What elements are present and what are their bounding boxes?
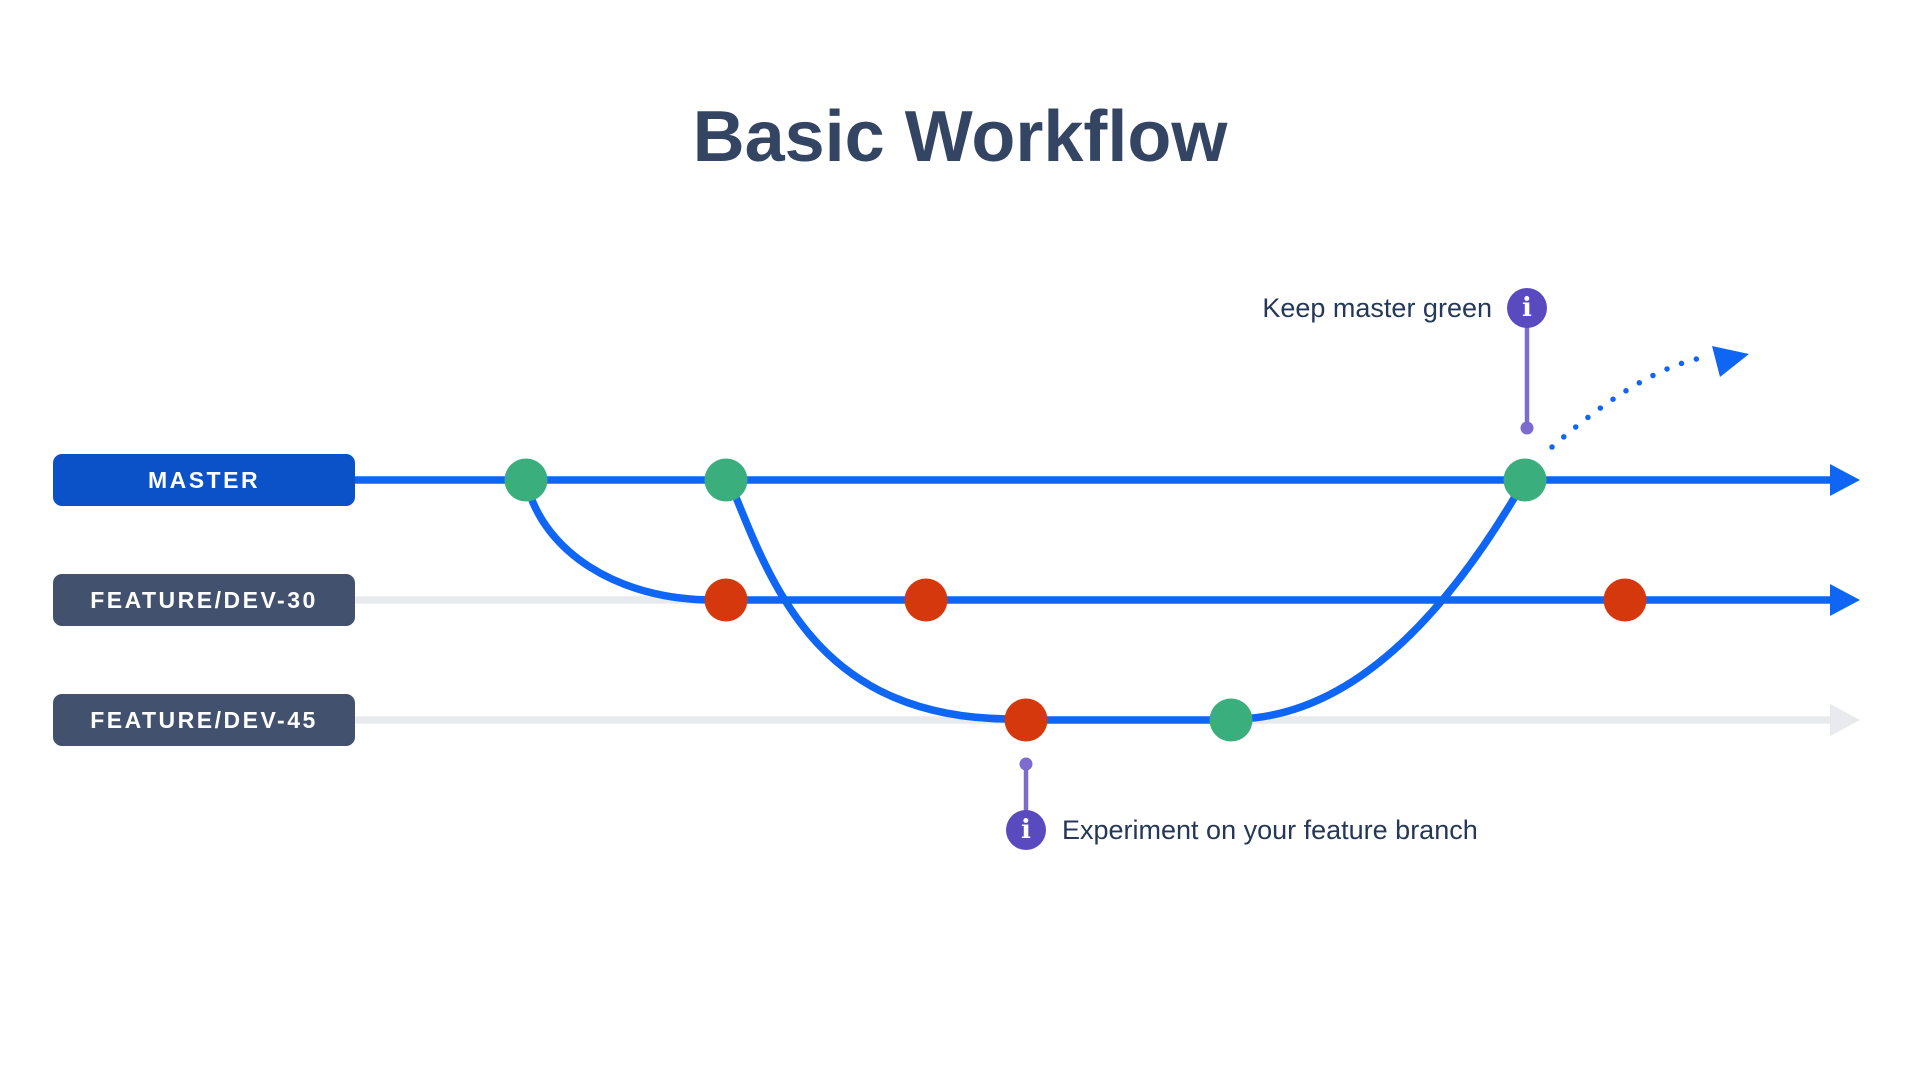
annotation-keep-master-green: Keep master green	[1262, 293, 1492, 323]
branch-curve-master-to-dev45	[729, 486, 1012, 723]
commit-dot-red-dev30	[704, 578, 748, 622]
dev45-arrowhead-icon	[1830, 704, 1860, 736]
experiment-stem-dot	[1019, 757, 1033, 771]
commit-dot-green-master	[504, 458, 548, 502]
info-icon[interactable]: i	[1006, 810, 1046, 850]
keep-master-green-stem-dot	[1520, 421, 1534, 435]
dev30-arrowhead-icon	[1830, 584, 1860, 616]
branch-label-master: MASTER	[53, 454, 355, 506]
master-arrowhead-icon	[1830, 464, 1860, 496]
branch-label-feature-dev-30: FEATURE/DEV-30	[53, 574, 355, 626]
commit-dot-red-dev30	[1603, 578, 1647, 622]
dotted-arrowhead-icon	[1712, 346, 1749, 377]
commit-dots-layer	[504, 458, 1647, 742]
page-title: Basic Workflow	[692, 97, 1228, 177]
info-icon[interactable]: i	[1507, 288, 1547, 328]
commit-dot-red-dev45	[1004, 698, 1048, 742]
branch-curve-master-to-dev30	[524, 484, 718, 604]
dotted-future-path	[1549, 354, 1709, 450]
merge-curve-dev45-to-master	[1234, 491, 1520, 723]
commit-dot-green-master	[704, 458, 748, 502]
commit-dot-red-dev30	[904, 578, 948, 622]
commit-dot-green-master	[1503, 458, 1547, 502]
commit-dot-green-dev45	[1209, 698, 1253, 742]
branch-label-feature-dev-45: FEATURE/DEV-45	[53, 694, 355, 746]
annotation-experiment-on-feature-branch: Experiment on your feature branch	[1062, 815, 1478, 845]
